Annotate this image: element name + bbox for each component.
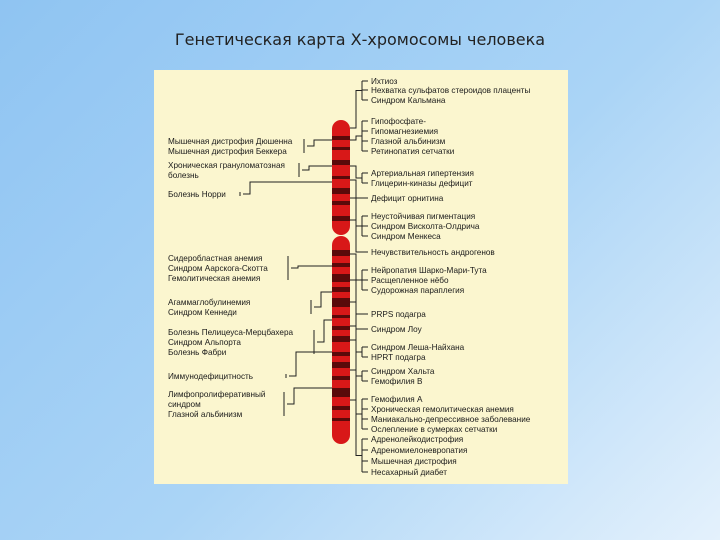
- right-label: Судорожная параплегия: [371, 286, 465, 295]
- right-label: Адреномиелоневропатия: [371, 446, 468, 455]
- leader-line: [350, 135, 362, 141]
- left-label: Болезнь Пелицеуса-Мерцбахера: [168, 328, 294, 337]
- chromosome-band: [332, 136, 350, 140]
- leader-lines: [239, 80, 368, 473]
- leader-line: [350, 301, 362, 330]
- chromosome-band: [332, 352, 350, 356]
- right-label: Гипомагнезиемия: [371, 127, 439, 136]
- right-label: Гемофилия А: [371, 395, 423, 404]
- leader-line: [350, 90, 362, 129]
- leader-line: [291, 265, 332, 269]
- chromosome-band: [332, 176, 350, 179]
- chromosome-band: [332, 263, 350, 267]
- right-label: Маниакально-депрессивное заболевание: [371, 415, 531, 424]
- right-label: Ослепление в сумерках сетчатки: [371, 425, 498, 434]
- right-label: Адренолейкодистрофия: [371, 435, 464, 444]
- left-label: Болезнь Фабри: [168, 348, 227, 357]
- right-label: Ретинопатия сетчатки: [371, 147, 455, 156]
- leader-line: [350, 369, 362, 415]
- right-label: Дефицит орнитина: [371, 194, 444, 203]
- left-label: Сидеробластная анемия: [168, 254, 263, 263]
- leader-line: [314, 291, 332, 308]
- right-label: Синдром Менкеса: [371, 232, 441, 241]
- leader-line: [287, 387, 332, 405]
- leader-line: [350, 179, 362, 199]
- right-label: Нейропатия Шарко-Мари-Тута: [371, 266, 487, 275]
- chromosome-band: [332, 298, 350, 307]
- chromosome-band: [332, 287, 350, 292]
- leader-line: [307, 139, 332, 147]
- leader-line: [350, 165, 362, 179]
- chromosome-band: [332, 201, 350, 205]
- chromosome-band: [332, 188, 350, 194]
- chromosome-band: [332, 362, 350, 368]
- chromosome-band: [332, 216, 350, 221]
- left-label: синдром: [168, 400, 201, 409]
- chromosome-band: [332, 406, 350, 410]
- chromosome-band: [332, 315, 350, 318]
- right-label: Ихтиоз: [371, 77, 398, 86]
- left-label: Гемолитическая анемия: [168, 274, 261, 283]
- right-label: Гемофилия В: [371, 377, 423, 386]
- right-label: Синдром Кальмана: [371, 96, 446, 105]
- left-label: Синдром Аарскога-Скотта: [168, 264, 268, 273]
- leader-line: [350, 279, 362, 315]
- chromosome-band: [332, 274, 350, 282]
- right-label: PRPS подагра: [371, 310, 426, 319]
- genetic-map-panel: Ихтиоз Нехватка сульфатов стероидов плац…: [154, 70, 568, 484]
- slide-title: Генетическая карта Х-хромосомы человека: [174, 30, 546, 49]
- leader-line: [350, 219, 362, 253]
- left-label: болезнь: [168, 171, 199, 180]
- leader-line: [350, 399, 362, 456]
- left-label: Иммунодефицитность: [168, 372, 254, 381]
- left-label: Агаммаглобулинемия: [168, 298, 251, 307]
- right-label: Глазной альбинизм: [371, 137, 446, 146]
- right-label: Расщепленное нёбо: [371, 276, 449, 285]
- left-label: Лимфопролиферативный: [168, 390, 266, 399]
- leader-line: [350, 339, 362, 377]
- left-label: Мышечная дистрофия Дюшенна: [168, 137, 293, 146]
- leader-line: [243, 181, 332, 195]
- right-label: Нечувствительность андрогенов: [371, 248, 495, 257]
- chromosome-band: [332, 250, 350, 256]
- right-label: Синдром Леша-Найхана: [371, 343, 465, 352]
- right-label: HPRT подагра: [371, 353, 426, 362]
- left-label: Болезнь Норри: [168, 190, 226, 199]
- chromosome-band: [332, 418, 350, 421]
- left-label: Синдром Кеннеди: [168, 308, 237, 317]
- right-label: Артериальная гипертензия: [371, 169, 474, 178]
- right-label: Неустойчивая пигментация: [371, 212, 476, 221]
- left-label: Хроническая грануломатозная: [168, 161, 285, 170]
- right-label: Хроническая гемолитическая анемия: [371, 405, 514, 414]
- chromosome-band: [332, 376, 350, 380]
- chromosome-band: [332, 388, 350, 397]
- x-chromosome: [332, 120, 350, 444]
- leader-line: [350, 325, 362, 353]
- right-label: Синдром Хальта: [371, 367, 435, 376]
- chromosome-band: [332, 326, 350, 330]
- leader-line: [350, 197, 362, 227]
- chromosome-band: [332, 160, 350, 165]
- leader-line: [350, 253, 362, 281]
- right-label: Синдром Лоу: [371, 325, 422, 334]
- left-label: Мышечная дистрофия Беккера: [168, 147, 287, 156]
- right-label: Синдром Висколта-Олдрича: [371, 222, 480, 231]
- right-label: Глицерин-киназы дефицит: [371, 179, 473, 188]
- left-label: Синдром Альпорта: [168, 338, 241, 347]
- leader-line: [317, 319, 332, 343]
- right-label: Нехватка сульфатов стероидов плаценты: [371, 86, 531, 95]
- leader-line: [302, 165, 332, 171]
- right-label: Гипофосфате-: [371, 117, 426, 126]
- right-label: Мышечная дистрофия: [371, 457, 457, 466]
- chromosome-band: [332, 336, 350, 342]
- leader-line: [289, 351, 332, 377]
- chromosome-band: [332, 147, 350, 150]
- genetic-map-diagram: [239, 80, 368, 473]
- right-label: Несахарный диабет: [371, 468, 448, 477]
- left-label: Глазной альбинизм: [168, 410, 243, 419]
